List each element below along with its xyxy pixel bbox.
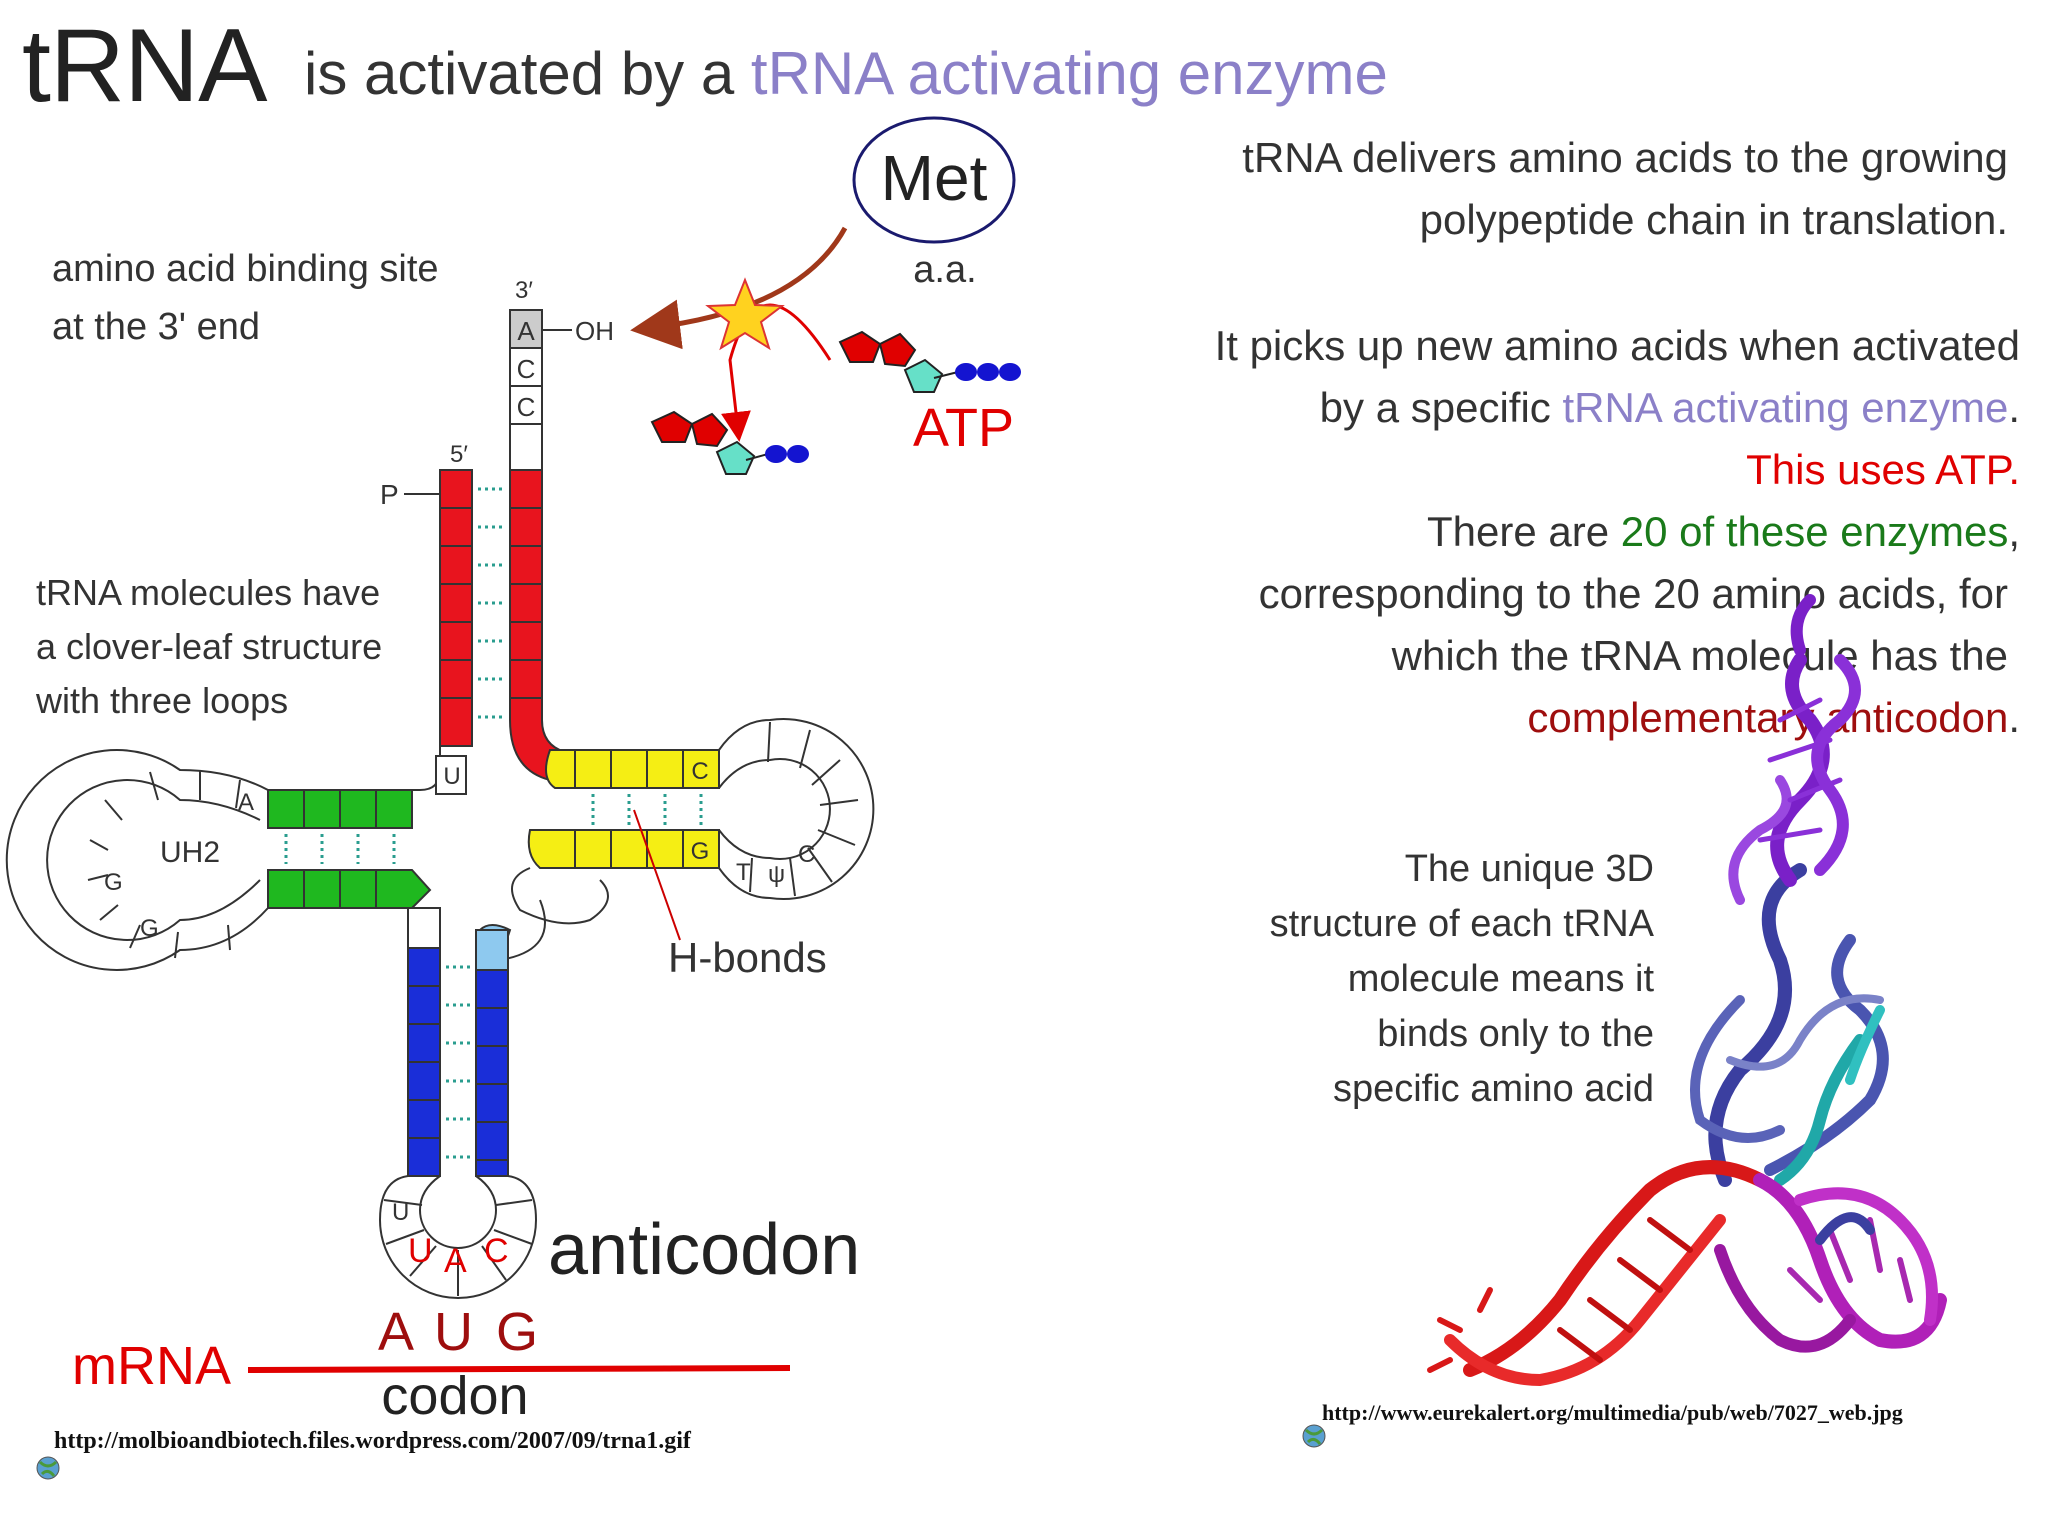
- anticodon-label: anticodon: [548, 1210, 860, 1290]
- acc-c2-label: C: [517, 392, 536, 422]
- para2-line7: complementary anticodon.: [1527, 686, 2020, 749]
- energy-star-icon: [705, 277, 785, 351]
- acc-c1-cell: [509, 347, 543, 387]
- para2-line2: by a specific tRNA activating enzyme.: [1320, 376, 2020, 439]
- anticodon-loop: [378, 1175, 538, 1299]
- cloverleaf-line1: tRNA molecules have: [36, 572, 381, 613]
- t-t-label: T: [736, 859, 751, 886]
- anti-u-label: U: [408, 1232, 433, 1270]
- caption-line3: molecule means it: [1347, 958, 1654, 1000]
- para2-line2-plain: by a specific: [1319, 384, 1551, 431]
- caption-line1: The unique 3D: [1404, 848, 1654, 890]
- uses-atp-text: This uses ATP: [1746, 446, 2009, 493]
- met-circle: [852, 116, 1016, 244]
- dloop-a-label: A: [238, 789, 254, 816]
- para2-line3: This uses ATP.: [1746, 438, 2020, 501]
- para2-line5: corresponding to the 20 amino acids, for: [1258, 570, 2008, 617]
- cloverleaf-line3: with three loops: [36, 680, 289, 721]
- t-loop: [718, 718, 875, 900]
- atp-label: ATP: [913, 398, 1014, 458]
- variable-loop: [511, 867, 609, 925]
- twenty-enzymes-text: 20 of these enzymes: [1620, 508, 2009, 555]
- codon-letters: A U G: [378, 1302, 542, 1362]
- acceptor-stem-right: [509, 469, 567, 782]
- light-blue-cell: [475, 929, 509, 971]
- link-globe-icon-right: [1302, 1424, 1326, 1448]
- binding-site-line1: amino acid binding site: [52, 248, 439, 290]
- title-main: tRNA: [22, 8, 267, 124]
- dloop-g2-label: G: [140, 915, 159, 942]
- para2-line6: which the tRNA molecule has the: [1391, 632, 2008, 679]
- h-bonds-pointer: [633, 809, 681, 941]
- acceptor-hbonds: [478, 487, 506, 719]
- uh2-label: UH2: [160, 836, 220, 869]
- para1-line1: tRNA delivers amino acids to the growing: [1242, 134, 2008, 181]
- d-stem-hbonds: [284, 834, 396, 864]
- para2-line4: There are 20 of these enzymes,: [1427, 500, 2020, 563]
- title-rest: is activated by a tRNA activating enzyme: [304, 44, 1388, 104]
- acceptor-stem-left: [439, 469, 473, 747]
- left-source-url[interactable]: http://molbioandbiotech.files.wordpress.…: [54, 1428, 691, 1454]
- cloverleaf-line2: a clover-leaf structure: [36, 626, 383, 667]
- acc-c2-cell: [509, 385, 543, 425]
- para2-line1: It picks up new amino acids when activat…: [1214, 322, 2020, 369]
- t-stem-hbonds: [591, 794, 703, 826]
- anti-c-label: C: [484, 1232, 509, 1270]
- codon-label: codon: [381, 1366, 528, 1426]
- anti-a-label: A: [444, 1242, 467, 1280]
- t-psi-label: ψ: [768, 861, 785, 888]
- title-rest-plain: is activated by a: [304, 40, 735, 107]
- acc-c1-label: C: [517, 354, 536, 384]
- para2-line4-plain: There are: [1427, 508, 1610, 555]
- aa-transfer-arrow: [630, 226, 848, 350]
- title-rest-colored: tRNA activating enzyme: [750, 40, 1388, 107]
- right-source-url[interactable]: http://www.eurekalert.org/multimedia/pub…: [1322, 1400, 1903, 1425]
- t-g-label: G: [691, 838, 710, 865]
- aa-label: a.a.: [913, 249, 976, 291]
- p-label: P: [380, 479, 399, 510]
- dloop-g1-label: G: [104, 869, 123, 896]
- link-globe-icon-left: [36, 1456, 60, 1480]
- t-g-cell: [682, 829, 720, 869]
- t-c2-label: C: [798, 841, 815, 868]
- caption-line4: binds only to the: [1377, 1013, 1654, 1055]
- u-loop-label: U: [392, 1199, 409, 1226]
- acceptor-spacer: [509, 423, 543, 471]
- adp-molecule-icon: [650, 410, 809, 475]
- u-top-label: U: [443, 763, 460, 790]
- acc-a-label: A: [517, 316, 535, 346]
- d-stem: [267, 789, 432, 909]
- five-prime-label: 5′: [450, 441, 468, 468]
- three-prime-label: 3′: [515, 277, 533, 304]
- binding-site-note: amino acid binding site at the 3' end: [52, 240, 439, 356]
- atp-molecule-icon: [838, 330, 1021, 393]
- d-loop: [5, 749, 269, 971]
- h-bonds-label: H-bonds: [668, 934, 827, 981]
- mrna-strand: [247, 1365, 791, 1373]
- u-top-cell: [435, 755, 467, 795]
- para2-line2-colored: tRNA activating enzyme: [1562, 384, 2009, 431]
- caption-line2: structure of each tRNA: [1269, 903, 1654, 945]
- para2-line2-end: .: [2008, 384, 2020, 431]
- complementary-anticodon-text: complementary anticodon: [1527, 694, 2009, 741]
- anticodon-stem: [407, 947, 509, 1177]
- met-label: Met: [881, 142, 988, 214]
- t-c-cell: [682, 749, 720, 789]
- para1-line2: polypeptide chain in translation.: [1419, 196, 2008, 243]
- para2-line3-end: .: [2008, 446, 2020, 493]
- cloverleaf-note: tRNA molecules have a clover-leaf struct…: [36, 566, 382, 728]
- mrna-label: mRNA: [72, 1336, 231, 1396]
- t-c-label: C: [691, 758, 708, 785]
- caption-line5: specific amino acid: [1332, 1068, 1654, 1110]
- para2-line7-end: .: [2008, 694, 2020, 741]
- binding-site-line2: at the 3' end: [52, 306, 260, 348]
- oh-label: OH: [575, 316, 614, 346]
- para2-line4-end: ,: [2008, 508, 2020, 555]
- trna-3d-structure-image: [1427, 594, 1947, 1387]
- structure-caption: The unique 3D structure of each tRNA mol…: [1270, 842, 1654, 1117]
- anticodon-stem-hbonds: [446, 965, 472, 1159]
